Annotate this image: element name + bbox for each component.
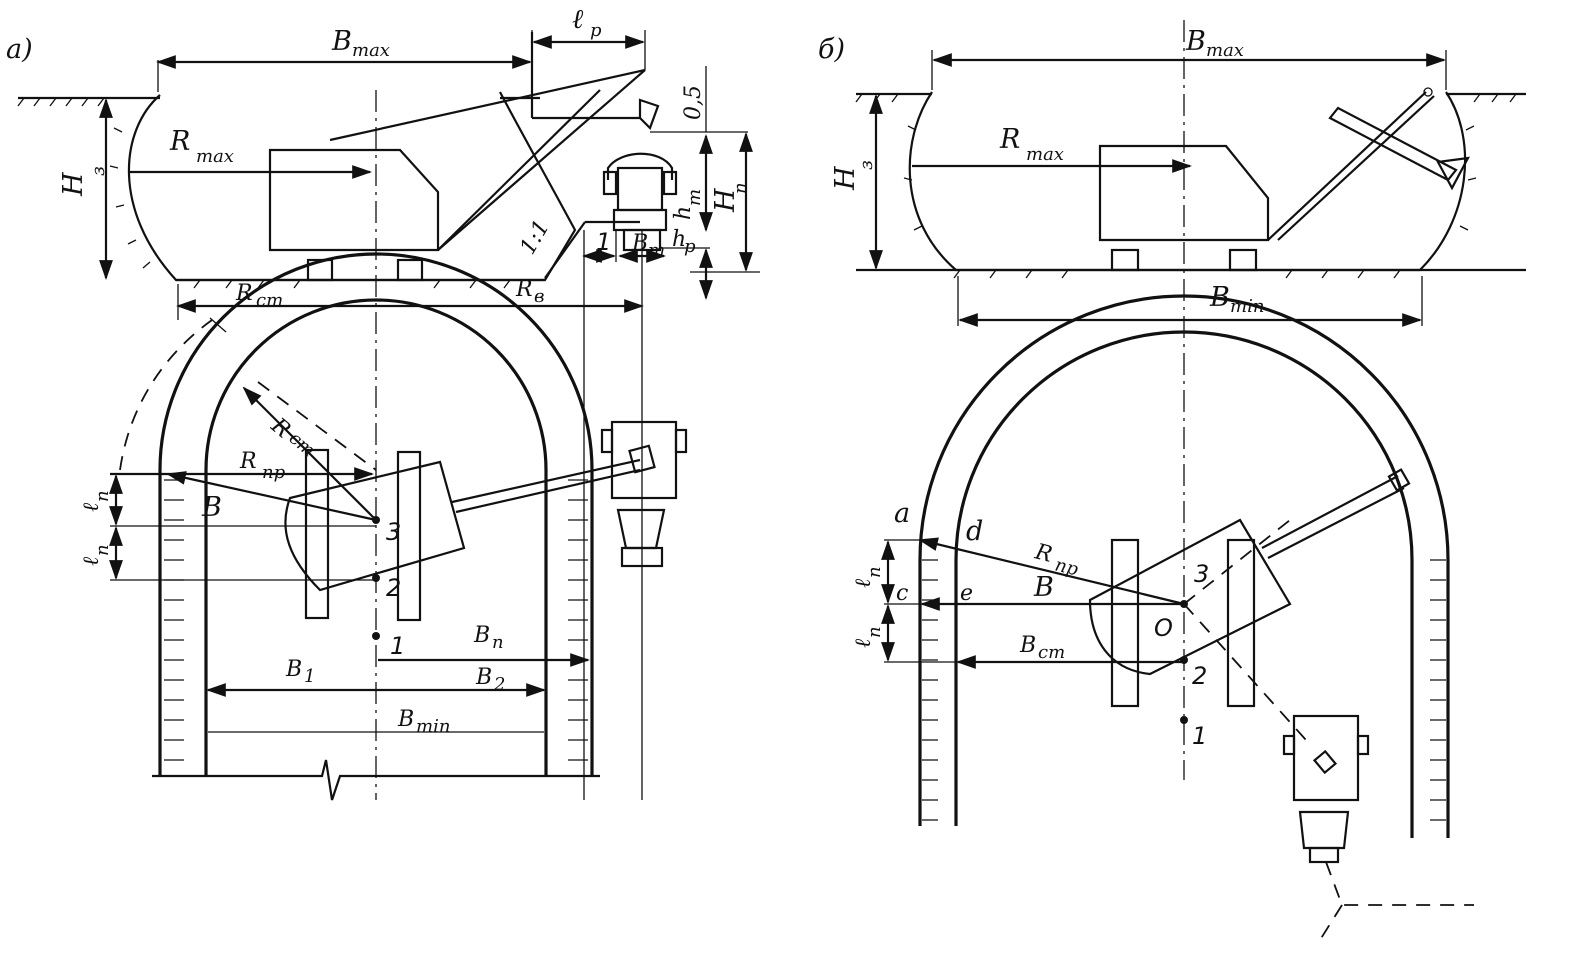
panel-a-b-max-sub: max bbox=[352, 40, 390, 61]
panel-b-r-max-sub: max bbox=[1026, 144, 1064, 165]
panel-b-ground-hatch bbox=[855, 93, 1517, 231]
panel-a-h-n-sub: п bbox=[730, 182, 751, 194]
panel-b-excavator bbox=[1098, 87, 1470, 272]
panel-a-b-min-label: B bbox=[397, 707, 414, 732]
panel-a-b-n-sub: п bbox=[492, 632, 504, 653]
panel-a-side-slope bbox=[544, 221, 586, 279]
panel-a-l-p-sub: р bbox=[590, 20, 602, 41]
panel-a-slope-label: 1:1 bbox=[516, 216, 555, 259]
panel-b-point-1 bbox=[1180, 716, 1188, 724]
panel-a-p2-label: 2 bbox=[386, 574, 401, 602]
panel-a-point-1 bbox=[372, 632, 380, 640]
panel-a-r-v-label: R bbox=[515, 277, 533, 302]
panel-a-r-st-sub: ст bbox=[256, 290, 283, 311]
panel-b-plan-truck bbox=[1282, 714, 1370, 864]
panel-b-b-label: B bbox=[1033, 572, 1054, 603]
panel-a-point-2 bbox=[372, 574, 380, 582]
panel-b-p1-label: 1 bbox=[1192, 722, 1207, 750]
panel-b-p2-label: 2 bbox=[1192, 662, 1207, 690]
panel-b-h-z-sub: з bbox=[856, 160, 877, 170]
panel-a-h-n-label: H bbox=[710, 188, 741, 213]
panel-a-r-v-sub: в bbox=[534, 286, 544, 307]
panel-b-b-st-sub: ст bbox=[1038, 642, 1065, 663]
panel-a-b-min-sub: min bbox=[416, 716, 450, 737]
panel-a-b-2-label: B bbox=[475, 665, 492, 690]
panel-b-p3-label: 3 bbox=[1194, 560, 1209, 588]
panel-a-plan-truck bbox=[600, 420, 688, 568]
panel-a-b-max-label: B bbox=[331, 26, 352, 57]
panel-b-point-2 bbox=[1180, 656, 1188, 664]
panel-a-h-z-sub: з bbox=[88, 166, 109, 176]
panel-a-p3-label: 3 bbox=[386, 518, 401, 546]
panel-b-plan-excavator bbox=[1088, 468, 1411, 708]
panel-a-l-n1-label: ℓ bbox=[79, 502, 104, 512]
panel-b-l-n1-sub: п bbox=[864, 566, 885, 578]
panel-b-tag: б) bbox=[818, 34, 845, 65]
panel-a-p1-label: 1 bbox=[390, 632, 405, 660]
panel-b-l-n2-sub: п bbox=[864, 626, 885, 638]
panel-b-c-label: c bbox=[896, 581, 908, 606]
panel-a-plan-excavator bbox=[284, 444, 656, 622]
panel-a-point-3 bbox=[372, 516, 380, 524]
panel-a-l-n2-label: ℓ bbox=[79, 556, 104, 566]
panel-a-b-1-label: B bbox=[285, 657, 302, 682]
panel-a-half-label: 0,5 bbox=[681, 85, 706, 120]
panel-b-r-pr-label: R bbox=[1032, 539, 1055, 568]
panel-a-ground-surface bbox=[17, 96, 540, 269]
panel-b-plan-arch bbox=[918, 294, 1450, 838]
panel-a-h-p-label: h bbox=[672, 227, 686, 252]
panel-a-r-max-label: R bbox=[169, 126, 190, 157]
panel-b-l-n1-label: ℓ bbox=[851, 578, 876, 588]
panel-a-pit-outline bbox=[127, 91, 577, 282]
panel-a-r-max-sub: max bbox=[196, 146, 234, 167]
panel-a-b-1-sub: 1 bbox=[304, 666, 315, 687]
panel-a-pit-floor-hatch bbox=[193, 279, 511, 289]
panel-a-tag: а) bbox=[6, 34, 33, 65]
panel-b-b-st-label: B bbox=[1019, 633, 1036, 658]
panel-a: а) bbox=[6, 4, 760, 801]
panel-a-b-label: B bbox=[201, 492, 222, 523]
panel-b-e-label: e bbox=[960, 581, 973, 606]
panel-b-o-label: O bbox=[1154, 614, 1173, 642]
panel-a-b-n-label: B bbox=[473, 623, 490, 648]
panel-b-a-label: a bbox=[894, 498, 910, 529]
panel-b-r-max-label: R bbox=[999, 124, 1020, 155]
panel-a-l-n2-sub: п bbox=[92, 544, 113, 556]
panel-a-h-t-sub: т bbox=[684, 189, 705, 206]
panel-a-h-t-label: h bbox=[671, 206, 696, 220]
panel-a-one-label: 1 bbox=[596, 228, 611, 256]
panel-b-h-z-label: H bbox=[830, 166, 861, 191]
panel-a-h-z-label: H bbox=[58, 172, 89, 197]
panel-b-l-n2-label: ℓ bbox=[851, 638, 876, 648]
panel-a-l-p-label: ℓ bbox=[572, 4, 584, 35]
panel-b: б) B max H з bbox=[818, 20, 1526, 941]
panel-a-h-p-sub: р bbox=[684, 236, 696, 257]
panel-a-break-line bbox=[152, 759, 600, 801]
panel-a-l-n1-sub: п bbox=[92, 490, 113, 502]
panel-a-b-t-sub: т bbox=[648, 240, 665, 261]
panel-a-b-t-label: B bbox=[631, 231, 648, 256]
panel-a-r-st-label: R bbox=[235, 281, 253, 306]
panel-a-b-2-sub: 2 bbox=[493, 674, 505, 695]
panel-b-b-max-sub: max bbox=[1206, 40, 1244, 61]
panel-a-r-pr-sub: пр bbox=[262, 462, 286, 483]
panel-a-r-pr-label: R bbox=[239, 449, 257, 474]
panel-b-d-label: d bbox=[966, 516, 983, 547]
panel-b-point-o bbox=[1180, 600, 1188, 608]
panel-b-b-max-label: B bbox=[1185, 26, 1206, 57]
panel-b-pit-outline bbox=[908, 91, 1467, 272]
panel-a-excavator bbox=[268, 32, 660, 282]
panel-b-r-pr-sub: пр bbox=[1053, 554, 1081, 580]
